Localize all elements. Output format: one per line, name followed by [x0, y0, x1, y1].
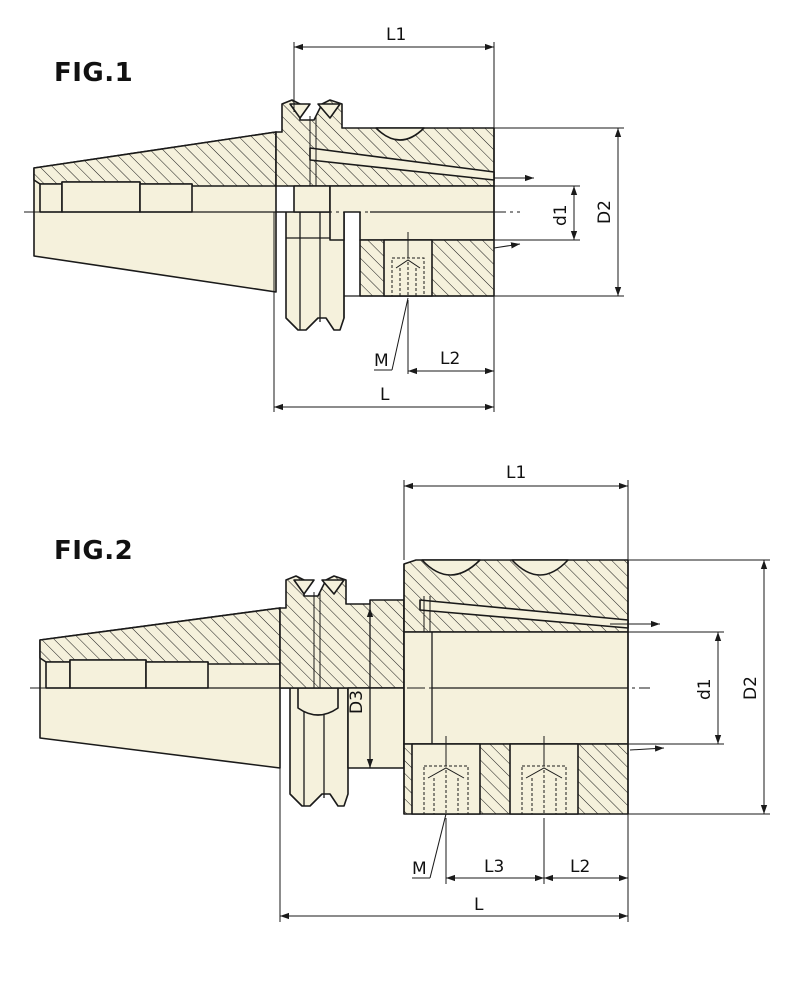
fig1-dim-L: L: [380, 385, 390, 405]
fig2-dim-L2: L2: [570, 857, 590, 877]
fig1-key-slot: [293, 185, 331, 213]
fig2-taper-section: [39, 607, 281, 665]
fig1-holder-bore: [329, 185, 495, 241]
fig1-taper-section: [33, 131, 277, 187]
fig1-dim-d1: d1: [551, 204, 571, 226]
fig1-dim-L1: L1: [386, 25, 406, 45]
fig2-dim-L3: L3: [484, 857, 504, 877]
fig2-set-screw-1: [411, 743, 481, 815]
fig2-bore: [45, 661, 71, 689]
fig2-title: FIG.2: [54, 536, 134, 566]
fig1-bore-3: [139, 183, 193, 213]
fig2-dimensions: L1 L L3 L2 M D3 d1 D2: [279, 463, 770, 922]
fig2-bore-2: [69, 659, 147, 689]
fig2-groove: [293, 579, 315, 595]
fig2-dim-D3: D3: [347, 690, 367, 714]
fig1-bore-2: [61, 181, 141, 213]
fig2-scallop: [421, 559, 481, 576]
fig2-dim-M: M: [412, 859, 427, 879]
fig1-groove-2: [317, 103, 341, 119]
fig1-dim-M: M: [374, 351, 389, 371]
fig2-flange: [279, 687, 349, 807]
fig1-scallop: [375, 127, 425, 141]
fig2-dim-d1: d1: [695, 678, 715, 700]
fig1-dim-L2: L2: [440, 349, 460, 369]
fig2-dim-L: L: [474, 895, 484, 915]
fig1-groove: [289, 103, 311, 119]
fig1-dim-D2: D2: [595, 200, 615, 224]
fig2-set-screw-2: [509, 743, 579, 815]
fig1-dimensions: L1 L L2 M d1 D2: [273, 25, 624, 412]
fig1-title: FIG.1: [54, 58, 134, 88]
fig2-bore-3: [145, 661, 209, 689]
fig1-bore: [39, 183, 63, 213]
fig2-dim-L1: L1: [506, 463, 526, 483]
fig1-drawing: [33, 99, 495, 331]
fig2-groove-2: [321, 579, 345, 595]
fig2-flange-section: [279, 575, 405, 689]
fig2-scallop-2: [511, 559, 569, 576]
fig2-drawing: [39, 559, 629, 815]
fig2-dim-D2: D2: [741, 676, 761, 700]
fig2-flange-slot: [297, 687, 339, 716]
